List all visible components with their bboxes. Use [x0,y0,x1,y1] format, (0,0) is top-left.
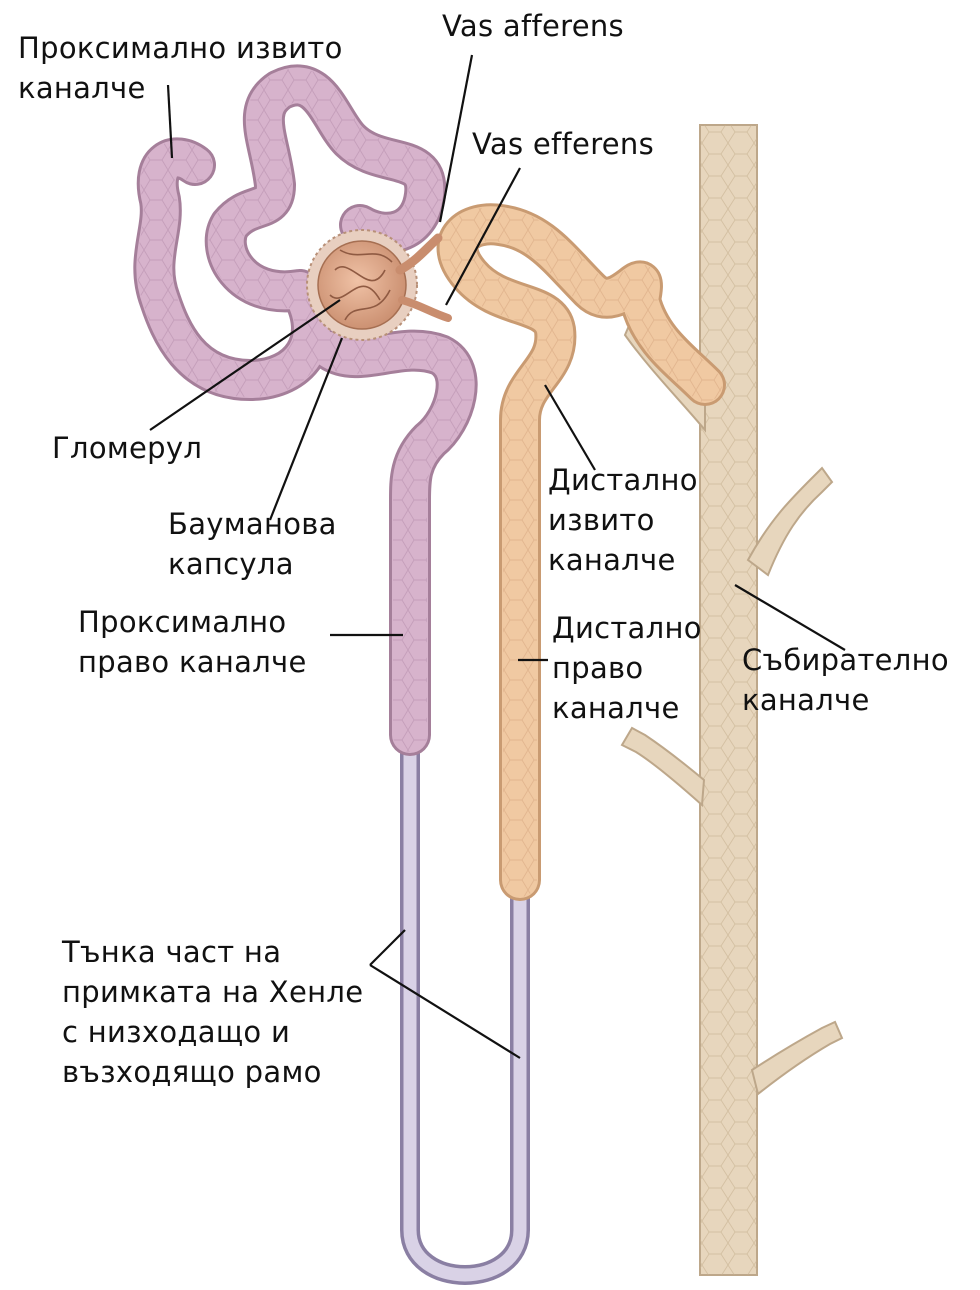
glomerulus [318,238,448,329]
leader-distal-convoluted [545,385,595,470]
label-proximal-convoluted: Проксимално извито каналче [18,28,343,108]
label-distal-straight: Дистално право каналче [552,608,702,728]
label-vas-afferens: Vas afferens [442,6,624,46]
leader-vas-afferens [440,55,472,222]
label-collecting-duct: Събирателно каналче [742,640,949,720]
label-bowman-capsule: Бауманова капсула [168,504,337,584]
label-distal-convoluted: Дистално извито каналче [548,460,698,580]
label-glomerulus: Гломерул [52,428,202,468]
leader-henle [370,930,520,1058]
label-vas-efferens: Vas efferens [472,124,654,164]
label-proximal-straight: Проксимално право каналче [78,602,307,682]
label-henle-thin: Тънка част на примката на Хенле с низход… [62,932,363,1092]
